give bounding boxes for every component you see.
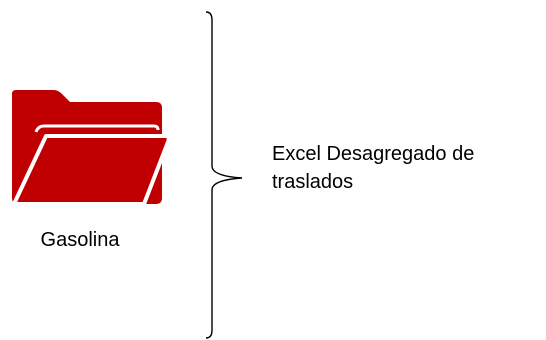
folder-open-icon <box>12 90 168 206</box>
description-text: Excel Desagregado de traslados <box>272 143 475 193</box>
curly-brace-icon <box>205 11 243 339</box>
folder-sheet <box>34 124 160 133</box>
folder-front <box>12 134 168 206</box>
folder-label: Gasolina <box>40 229 120 251</box>
